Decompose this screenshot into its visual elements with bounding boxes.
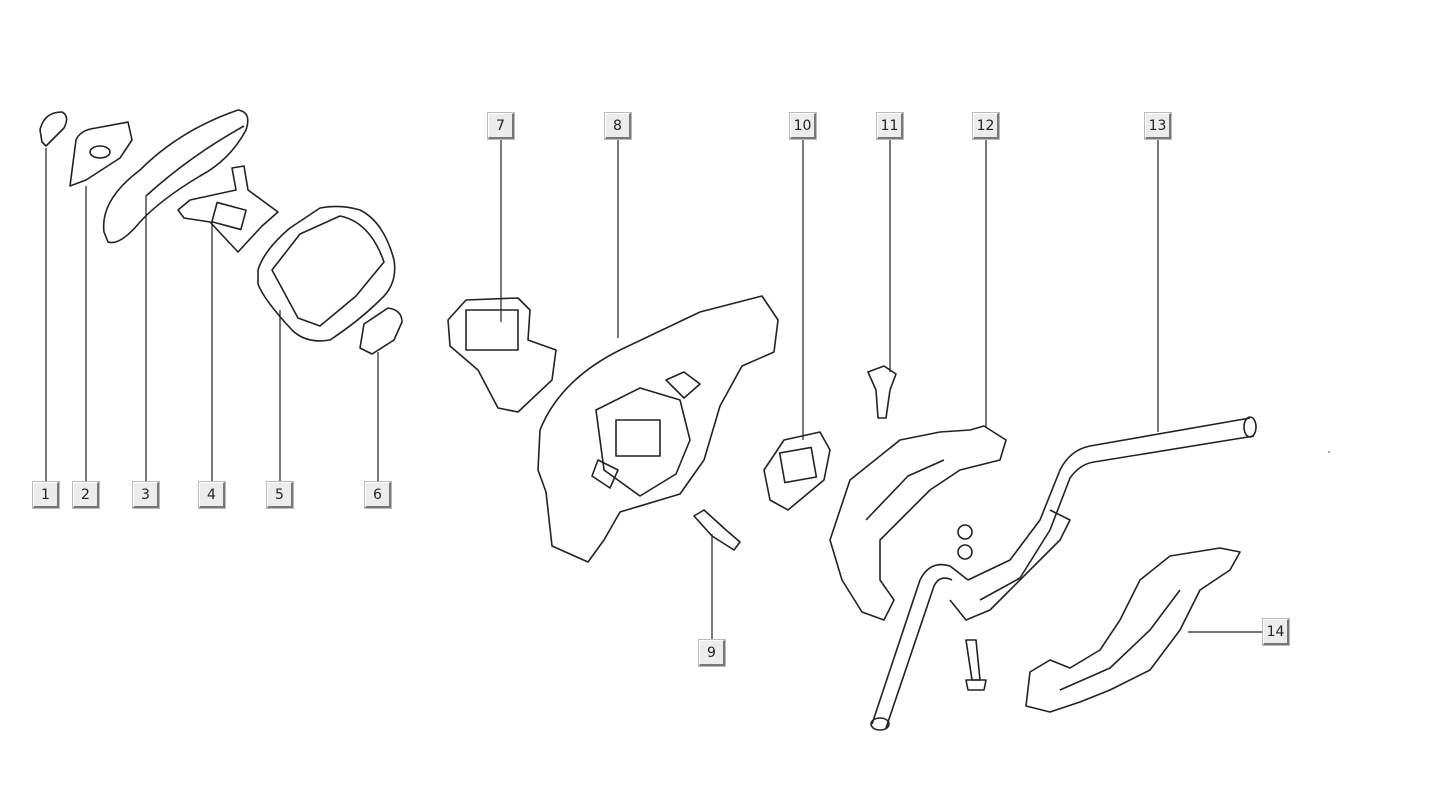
part-5-frame [257, 205, 396, 342]
callout-4: 4 [198, 481, 226, 509]
callout-8: 8 [604, 112, 632, 140]
part-12-inner-cover [829, 425, 1007, 621]
part-1-cap [39, 111, 68, 147]
part-13-handlebar [870, 416, 1257, 731]
callout-2: 2 [72, 481, 100, 509]
part-7-upper-cover [447, 297, 557, 413]
part-10-switch-housing [763, 431, 831, 511]
part-4-bracket [177, 165, 279, 253]
part-3-visor [102, 109, 249, 244]
part-9-clip [693, 509, 741, 551]
callout-5: 5 [266, 481, 294, 509]
callout-7: 7 [487, 112, 515, 140]
part-8-front-cover [537, 295, 779, 563]
callout-13: 13 [1144, 112, 1172, 140]
part-14-rear-cover [1025, 547, 1241, 713]
callout-9: 9 [698, 639, 726, 667]
callout-3: 3 [132, 481, 160, 509]
callout-6: 6 [364, 481, 392, 509]
callout-14: 14 [1262, 618, 1290, 646]
callout-11: 11 [876, 112, 904, 140]
part-2-emblem [69, 121, 133, 187]
leader-lines [45, 140, 1262, 640]
part-6-cover [359, 307, 403, 355]
callout-1: 1 [32, 481, 60, 509]
part-11-pin [867, 365, 897, 419]
callout-10: 10 [789, 112, 817, 140]
callout-12: 12 [972, 112, 1000, 140]
